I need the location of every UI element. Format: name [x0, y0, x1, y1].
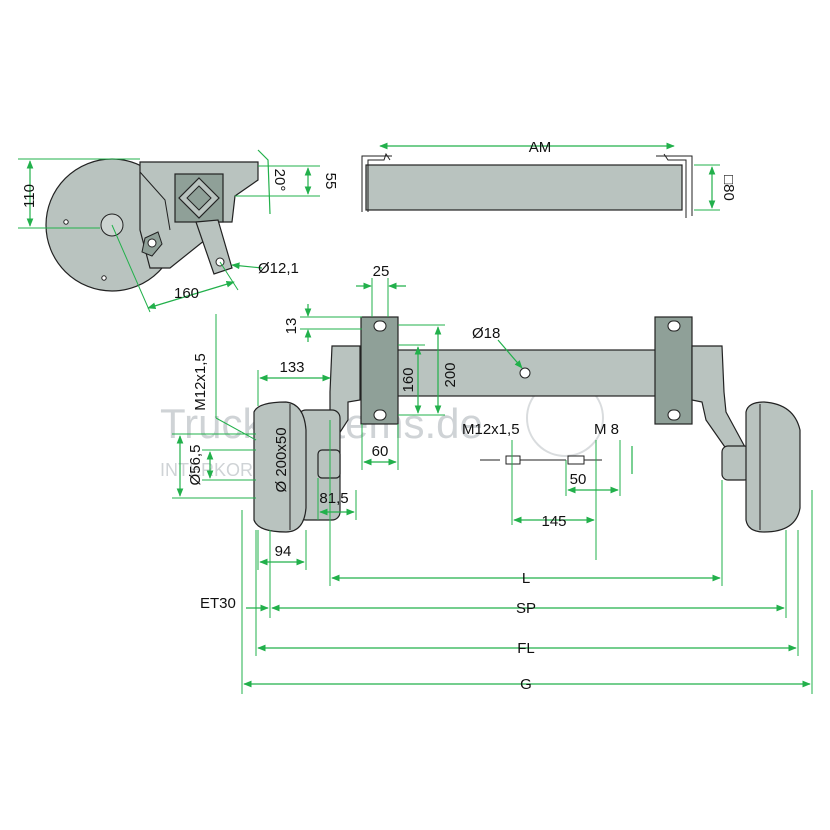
front-view: 25 13 Ø18 160 200 M12x1,5 133 Ø 200x50 Ø…: [172, 263, 813, 694]
bore-label: Ø56,5: [187, 445, 204, 486]
ext-line: [111, 224, 151, 313]
dim-55-label: 55: [322, 173, 339, 190]
ext-line: [219, 261, 239, 291]
slot-top-left: [373, 320, 387, 332]
hole-18: [519, 367, 531, 379]
u-bolt-right-outer: [656, 155, 693, 216]
slot-bottom-right: [667, 409, 681, 421]
bracket-plate-right: [654, 316, 693, 425]
housing-edge: [139, 162, 171, 231]
hole-18-label: Ø18: [472, 325, 500, 342]
angle-label: 20°: [271, 169, 288, 192]
profile-label: □80: [720, 175, 737, 201]
dim-160-label: 160: [174, 285, 199, 302]
dim-60-label: 60: [372, 443, 389, 460]
ext-line: [215, 417, 257, 441]
brake-drum-right: [745, 401, 801, 533]
cable-thread-label: M12x1,5: [462, 421, 520, 438]
drum-hole: [101, 275, 107, 281]
dim-94-label: 94: [275, 543, 292, 560]
hole-leader: [231, 262, 263, 270]
side-view: 110 55 20° Ø12,1 160: [18, 149, 339, 313]
dim-sp-label: SP: [516, 600, 536, 617]
dim-fl-label: FL: [517, 640, 535, 657]
hole-label: Ø12,1: [258, 260, 299, 277]
dim-160-v-label: 160: [400, 367, 417, 392]
dim-13-label: 13: [283, 318, 300, 335]
dim-25-label: 25: [373, 263, 390, 280]
top-view: AM □80: [361, 139, 737, 218]
swing-arm-right: [691, 345, 754, 461]
dim-200-v-label: 200: [442, 362, 459, 387]
slot-top-right: [667, 320, 681, 332]
bracket-plate-left: [360, 316, 399, 425]
axle-tube-front: [359, 349, 657, 397]
u-bolt-left-outer: [361, 155, 392, 212]
offset-label: ET30: [200, 595, 236, 612]
lever-hole: [147, 238, 157, 248]
dim-110-label: 110: [21, 184, 38, 208]
brake-cable: [480, 455, 602, 465]
dim-81-5-label: 81,5: [319, 490, 348, 507]
dim-145-label: 145: [541, 513, 566, 530]
brake-drum-left: [253, 401, 307, 533]
dim-160-line: [147, 280, 235, 310]
drum-size-label: Ø 200x50: [273, 427, 290, 492]
dim-l-label: L: [522, 570, 530, 587]
angle-arc: [257, 149, 271, 215]
u-bolt-right: [663, 153, 687, 218]
dim-50-label: 50: [570, 471, 587, 488]
slot-bottom-left: [373, 409, 387, 421]
drum-hole: [63, 219, 69, 225]
dim-am-label: AM: [529, 139, 552, 156]
dim-g-label: G: [520, 676, 532, 693]
swing-arm-side: [195, 219, 233, 275]
hub-left: [317, 449, 341, 479]
cable-m8-label: M 8: [594, 421, 619, 438]
thread-m12-label: M12x1,5: [192, 353, 209, 411]
inner-square: [186, 185, 212, 211]
hole-18-leader: [497, 339, 523, 369]
axle-tube-top: [365, 164, 683, 211]
dim-133-label: 133: [279, 359, 304, 376]
